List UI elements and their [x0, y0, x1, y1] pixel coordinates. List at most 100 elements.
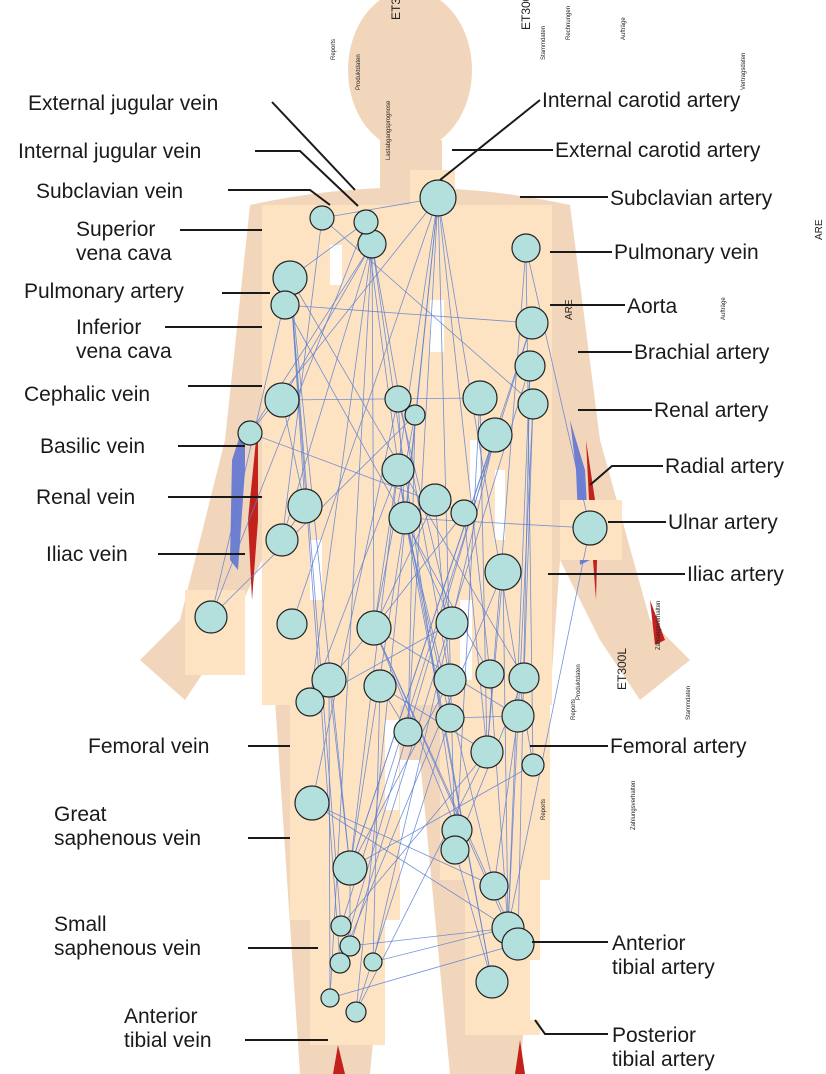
network-node	[512, 234, 540, 262]
network-node	[476, 966, 508, 998]
network-node	[463, 381, 497, 415]
network-node	[480, 872, 508, 900]
network-node	[502, 928, 534, 960]
network-node	[354, 210, 378, 234]
network-node	[364, 670, 396, 702]
label-great-saphenous-vein-l1: Great	[54, 803, 107, 826]
label-superior-vena-cava-l1: Superior	[76, 218, 155, 241]
overlay-code: ET300L	[389, 0, 403, 20]
network-node	[295, 786, 329, 820]
network-node	[271, 291, 299, 319]
overlay-code: ET300L	[615, 648, 629, 690]
network-node	[394, 718, 422, 746]
label-anterior-tibial-vein-l1: Anterior	[124, 1005, 198, 1028]
label-ulnar-artery: Ulnar artery	[668, 511, 778, 534]
head	[348, 0, 472, 150]
network-node	[321, 989, 339, 1007]
network-node	[485, 554, 521, 590]
overlay-word: Zahlungsverhalten	[631, 781, 637, 830]
label-subclavian-vein: Subclavian vein	[36, 180, 183, 203]
overlay-word: Lastabgangsprognose	[386, 100, 392, 160]
network-node	[333, 851, 367, 885]
network-node	[358, 230, 386, 258]
label-external-carotid-artery: External carotid artery	[555, 139, 761, 162]
network-node	[266, 524, 298, 556]
label-subclavian-artery: Subclavian artery	[610, 187, 773, 210]
network-node	[516, 307, 548, 339]
label-cephalic-vein: Cephalic vein	[24, 383, 150, 406]
gap	[330, 245, 342, 285]
network-node	[195, 601, 227, 633]
overlay-word: Zahlungsverhalten	[656, 601, 662, 650]
patch-right-shin	[465, 880, 540, 1035]
label-internal-jugular-vein: Internal jugular vein	[18, 140, 201, 163]
network-node	[364, 953, 382, 971]
label-inferior-vena-cava-l1: Inferior	[76, 316, 141, 339]
overlay-word: Reports	[331, 39, 337, 60]
gap	[495, 470, 505, 540]
network-node	[436, 704, 464, 732]
leader-posterior-tibial-artery	[535, 1020, 608, 1034]
label-basilic-vein: Basilic vein	[40, 435, 145, 458]
network-node	[296, 688, 324, 716]
network-node	[478, 418, 512, 452]
network-node	[451, 500, 477, 526]
overlay-word: Aufträge	[621, 17, 627, 40]
gap	[530, 960, 540, 1020]
label-pulmonary-artery: Pulmonary artery	[24, 280, 184, 303]
overlay-word: Reports	[571, 699, 577, 720]
label-pulmonary-vein: Pulmonary vein	[614, 241, 759, 264]
network-node	[382, 454, 414, 486]
overlay-word: Stammdaten	[541, 26, 547, 60]
label-inferior-vena-cava-l2: vena cava	[76, 340, 172, 363]
overlay-word: Vertragsdaten	[741, 53, 747, 90]
label-radial-artery: Radial artery	[665, 455, 785, 478]
overlay-word: Produktdaten	[576, 664, 582, 700]
label-posterior-tibial-artery-l1: Posterior	[612, 1024, 696, 1047]
label-anterior-tibial-artery-l1: Anterior	[612, 932, 686, 955]
network-node	[441, 836, 469, 864]
network-node	[346, 1002, 366, 1022]
network-node	[288, 489, 322, 523]
label-small-saphenous-vein-l1: Small	[54, 913, 107, 936]
label-iliac-vein: Iliac vein	[46, 543, 128, 566]
overlay-code: ARE	[814, 219, 825, 240]
network-node	[434, 664, 466, 696]
network-node	[436, 607, 468, 639]
network-node	[502, 700, 534, 732]
label-femoral-artery: Femoral artery	[610, 735, 747, 758]
network-node	[405, 405, 425, 425]
label-great-saphenous-vein-l2: saphenous vein	[54, 827, 201, 850]
label-small-saphenous-vein-l2: saphenous vein	[54, 937, 201, 960]
network-node	[330, 953, 350, 973]
overlay-word: Aufträge	[721, 297, 727, 320]
label-renal-artery: Renal artery	[654, 399, 769, 422]
label-aorta: Aorta	[627, 295, 678, 318]
label-renal-vein: Renal vein	[36, 486, 135, 509]
overlay-code: ET300L	[519, 0, 533, 30]
network-node	[509, 663, 539, 693]
left-labels: External jugular vein Internal jugular v…	[18, 92, 218, 1052]
network-node	[389, 502, 421, 534]
label-external-jugular-vein: External jugular vein	[28, 92, 218, 115]
overlay-word: Stammdaten	[686, 686, 692, 720]
network-node	[277, 609, 307, 639]
overlay-code: ARE	[564, 299, 575, 320]
label-posterior-tibial-artery-l2: tibial artery	[612, 1048, 715, 1071]
network-node	[515, 351, 545, 381]
leader-external-jugular-vein	[272, 102, 355, 190]
label-brachial-artery: Brachial artery	[634, 341, 770, 364]
label-femoral-vein: Femoral vein	[88, 735, 209, 758]
network-node	[273, 261, 307, 295]
network-node	[238, 421, 262, 445]
label-anterior-tibial-artery-l2: tibial artery	[612, 956, 715, 979]
network-node	[471, 736, 503, 768]
label-internal-carotid-artery: Internal carotid artery	[542, 89, 741, 112]
overlay-word: Rechnungen	[566, 6, 572, 40]
network-node	[310, 206, 334, 230]
label-superior-vena-cava-l2: vena cava	[76, 242, 172, 265]
network-node	[518, 389, 548, 419]
network-node	[476, 660, 504, 688]
label-anterior-tibial-vein-l2: tibial vein	[124, 1029, 212, 1052]
network-node	[420, 180, 456, 216]
